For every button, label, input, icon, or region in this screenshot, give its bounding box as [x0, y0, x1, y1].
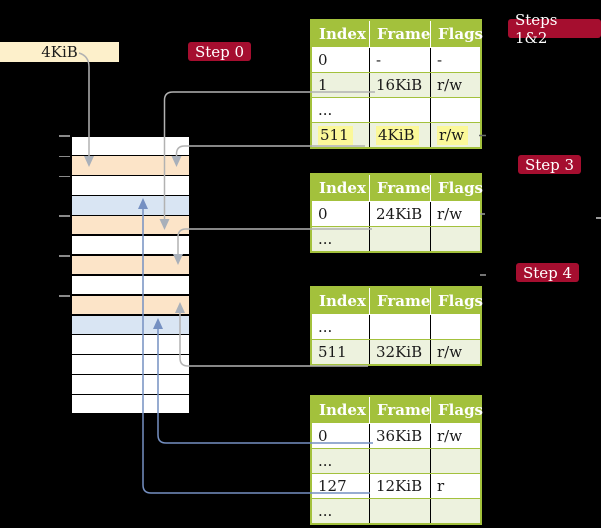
- column-header: Frame: [369, 288, 430, 314]
- memory-row: [71, 196, 189, 215]
- table-cell: 36KiB: [369, 424, 430, 448]
- table-row: ...: [312, 448, 480, 473]
- table-cell: r/w: [430, 202, 480, 226]
- table-cell: r/w: [430, 123, 480, 147]
- table-cell: [430, 98, 480, 122]
- tick-mark: [59, 255, 70, 257]
- tick-mark: [59, 135, 70, 137]
- memory-row: [71, 136, 189, 155]
- table-row: ...: [312, 97, 480, 122]
- table-cell: 127: [318, 477, 347, 495]
- memory-row: [71, 235, 189, 255]
- column-header: Frame: [369, 21, 430, 47]
- table-cell: r/w: [430, 424, 480, 448]
- table-cell: [430, 227, 480, 251]
- table-cell: [369, 98, 430, 122]
- table-cell: [369, 227, 430, 251]
- tick-mark: [59, 155, 70, 157]
- table-cell: r: [430, 474, 480, 498]
- frame-size-label: 4KiB: [41, 43, 78, 61]
- table-cell: r/w: [430, 73, 480, 97]
- table-cell: 24KiB: [369, 202, 430, 226]
- table-row: ...: [312, 498, 480, 523]
- table-cell: 4KiB: [369, 123, 430, 147]
- column-header: Flags: [430, 21, 483, 47]
- column-header: Flags: [430, 397, 483, 423]
- memory-row: [71, 315, 189, 334]
- table-cell: -: [369, 48, 430, 72]
- tick-mark: [59, 215, 70, 217]
- step-0-label: Step 0: [188, 42, 252, 61]
- table-cell: 12KiB: [369, 474, 430, 498]
- memory-row: [71, 216, 189, 235]
- memory-row: [71, 395, 189, 414]
- steps-1-2-label: Steps 1&2: [508, 11, 601, 47]
- memory-row: [71, 176, 189, 195]
- table-cell: 511: [318, 343, 347, 361]
- memory-row: [71, 355, 189, 374]
- table-cell: r/w: [430, 340, 480, 364]
- column-header: Frame: [369, 175, 430, 201]
- memory-row: [71, 255, 189, 275]
- table-cell: ...: [318, 502, 333, 520]
- memory-column: [70, 135, 190, 415]
- table-cell: 32KiB: [369, 340, 430, 364]
- column-header: Index: [319, 401, 366, 419]
- table-cell: 0: [318, 205, 328, 223]
- step-3-label: Step 3: [518, 155, 582, 174]
- table-cell: 0: [318, 427, 328, 445]
- column-header: Flags: [430, 175, 483, 201]
- table-cell: [369, 499, 430, 523]
- step-4-label: Step 4: [516, 263, 580, 282]
- table-row: ...: [312, 315, 480, 339]
- column-header: Index: [319, 25, 366, 43]
- column-header: Index: [319, 179, 366, 197]
- table-cell: 16KiB: [369, 73, 430, 97]
- memory-row: [71, 156, 189, 175]
- table-cell: [369, 449, 430, 473]
- table-row: 0 --: [312, 48, 480, 72]
- column-header: Index: [319, 292, 366, 310]
- table-cell: ...: [318, 452, 333, 470]
- memory-row: [71, 335, 189, 354]
- memory-row: [71, 275, 189, 295]
- table-cell: ...: [318, 101, 333, 119]
- table-cell: 511: [312, 123, 369, 147]
- column-header: Flags: [430, 288, 483, 314]
- table-cell: [430, 315, 480, 339]
- tick-mark: [59, 295, 70, 297]
- table-cell: ...: [318, 318, 333, 336]
- table-cell: [430, 449, 480, 473]
- table-row: ...: [312, 226, 480, 251]
- table-cell: ...: [318, 230, 333, 248]
- memory-row: [71, 295, 189, 315]
- table-cell: [430, 499, 480, 523]
- column-header: Frame: [369, 397, 430, 423]
- tick-mark: [59, 175, 70, 177]
- table-cell: 1: [318, 76, 328, 94]
- memory-row: [71, 375, 189, 394]
- frame-size-box: 4KiB: [0, 42, 119, 62]
- table-cell: 0: [318, 51, 328, 69]
- table-cell: -: [430, 48, 480, 72]
- table-cell: [369, 315, 430, 339]
